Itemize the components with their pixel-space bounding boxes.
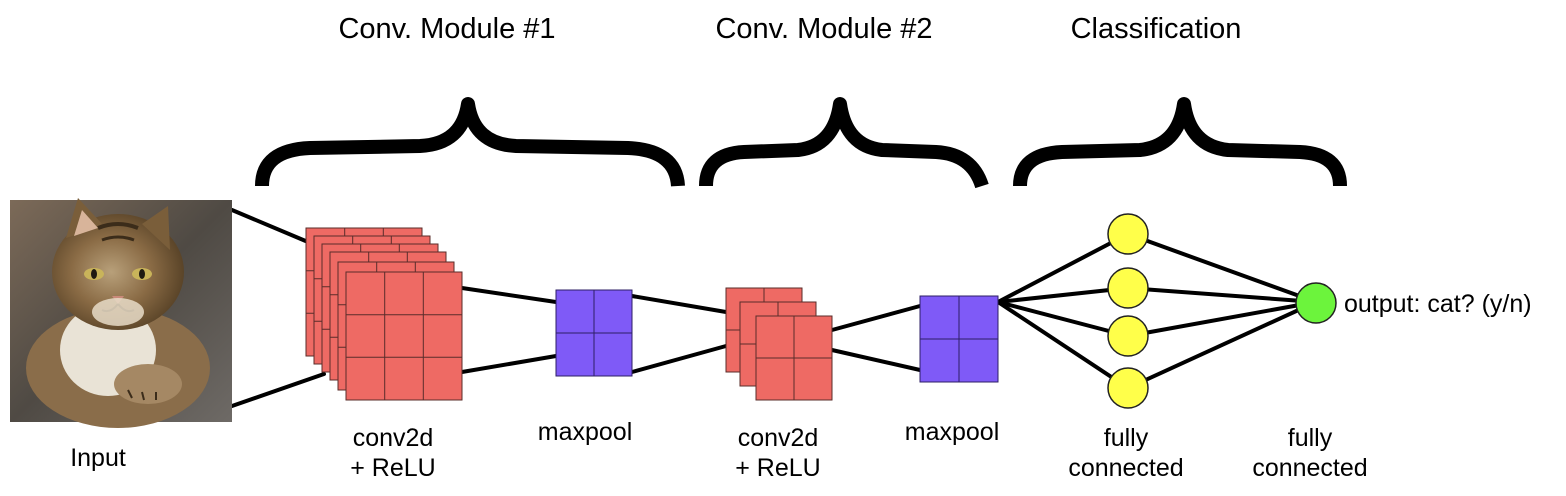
label-input: Input xyxy=(70,444,126,472)
module-title-conv2: Conv. Module #2 xyxy=(715,13,932,45)
label-fc-1-line1: fully xyxy=(1104,424,1149,452)
label-fc-1-line2: connected xyxy=(1068,454,1183,482)
edge-fc-2-output xyxy=(1126,286,1318,304)
label-conv2d-2-line1: conv2d xyxy=(738,424,819,452)
edge-pool1-conv2-bottom xyxy=(630,344,728,374)
conv2d-block-1 xyxy=(305,227,463,401)
edge-pool1-conv2-top xyxy=(630,294,728,314)
output-node xyxy=(1295,282,1337,324)
edge-pool2-fc-1 xyxy=(996,232,1130,304)
brace-conv2 xyxy=(699,97,989,189)
edge-fc-3-output xyxy=(1126,300,1318,338)
fc-node-3 xyxy=(1107,315,1149,357)
label-conv2d-1-line1: conv2d xyxy=(353,424,434,452)
edge-input-conv1-bottom xyxy=(230,372,326,408)
cat-photo-icon xyxy=(10,198,232,428)
edge-conv2-pool2-top xyxy=(830,304,922,332)
label-maxpool-2: maxpool xyxy=(905,418,1000,446)
edge-conv2-pool2-bottom xyxy=(830,348,922,372)
fc-node-1 xyxy=(1107,213,1149,255)
label-conv2d-2-line2: + ReLU xyxy=(735,454,820,482)
module-title-classification: Classification xyxy=(1071,13,1242,45)
edge-pool2-fc-2 xyxy=(996,286,1130,304)
label-output: output: cat? (y/n) xyxy=(1344,290,1532,318)
module-title-conv1: Conv. Module #1 xyxy=(338,13,555,45)
edge-conv1-pool1-bottom xyxy=(460,354,558,374)
edge-conv1-pool1-top xyxy=(460,286,558,304)
brace-classification xyxy=(1013,97,1347,187)
conv2d-block-2 xyxy=(725,287,833,401)
label-maxpool-1: maxpool xyxy=(538,418,633,446)
fc-node-2 xyxy=(1107,267,1149,309)
edge-fc-1-output xyxy=(1126,232,1318,304)
maxpool-block-2 xyxy=(919,295,999,383)
label-fc-2-line1: fully xyxy=(1288,424,1333,452)
label-conv2d-1-line2: + ReLU xyxy=(350,454,435,482)
edge-input-conv1-top xyxy=(230,208,310,244)
edge-pool2-fc-3 xyxy=(996,300,1130,338)
fc-node-4 xyxy=(1107,367,1149,409)
maxpool-block-1 xyxy=(555,289,633,377)
label-fc-2-line2: connected xyxy=(1252,454,1367,482)
edge-fc-4-output xyxy=(1126,300,1318,390)
edge-pool2-fc-4 xyxy=(996,300,1130,390)
brace-conv1 xyxy=(255,97,685,187)
